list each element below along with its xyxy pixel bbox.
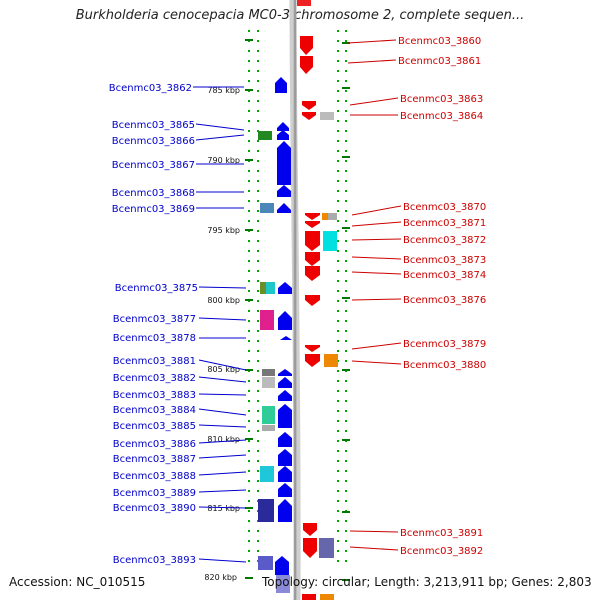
gene-label[interactable]: Bcenmc03_3875 — [115, 283, 198, 294]
gene-arrow-3875[interactable] — [278, 282, 292, 294]
gene-arrow-3868[interactable] — [277, 185, 291, 197]
gene-label[interactable]: Bcenmc03_3885 — [113, 421, 196, 432]
gene-arrow-3881[interactable] — [278, 369, 292, 376]
gene-arrow-3883[interactable] — [278, 390, 292, 401]
gene-arrow-3886[interactable] — [278, 432, 292, 447]
gene-arrow-3871[interactable] — [305, 221, 320, 228]
map-title: Burkholderia cenocepacia MC0-3 chromosom… — [75, 8, 525, 23]
gene-arrow-3889[interactable] — [278, 483, 292, 497]
gene-arrow-bottom[interactable] — [302, 594, 316, 600]
gene-label[interactable]: Bcenmc03_3887 — [113, 454, 196, 465]
gene-label[interactable]: Bcenmc03_3860 — [398, 36, 481, 47]
topology-text: Topology: circular; Length: 3,213,911 bp… — [262, 575, 592, 589]
gene-arrow-3874[interactable] — [305, 266, 320, 281]
gene-arrow-3892[interactable] — [303, 538, 317, 558]
right-gene-labels: Bcenmc03_3860 Bcenmc03_3861 Bcenmc03_386… — [398, 36, 486, 557]
gene-label[interactable]: Bcenmc03_3889 — [113, 488, 196, 499]
gene-label[interactable]: Bcenmc03_3863 — [400, 94, 483, 105]
gene-arrow-3877[interactable] — [278, 311, 292, 330]
scale-label: 790 kbp — [207, 156, 240, 165]
gene-label[interactable]: Bcenmc03_3893 — [113, 555, 196, 566]
reverse-strand-genes — [300, 36, 320, 600]
scale-label: 800 kbp — [207, 296, 240, 305]
left-leader-lines — [193, 86, 247, 563]
gene-label[interactable]: Bcenmc03_3871 — [403, 218, 486, 229]
gene-arrow-3890[interactable] — [278, 499, 292, 522]
gene-arrow-3860[interactable] — [300, 36, 313, 55]
gene-label[interactable]: Bcenmc03_3872 — [403, 235, 486, 246]
gene-label[interactable]: Bcenmc03_3873 — [403, 255, 486, 266]
gene-arrow-3873[interactable] — [305, 252, 320, 266]
gene-label[interactable]: Bcenmc03_3876 — [403, 295, 486, 306]
gene-arrow-3891[interactable] — [303, 523, 317, 536]
gene-label[interactable]: Bcenmc03_3884 — [113, 405, 196, 416]
gene-arrow-3862[interactable] — [275, 77, 287, 93]
accession-text: Accession: NC_010515 — [9, 575, 146, 589]
gene-arrow-3865[interactable] — [277, 122, 289, 131]
scale-label: 795 kbp — [207, 226, 240, 235]
gene-label[interactable]: Bcenmc03_3864 — [400, 111, 483, 122]
backbone-top-feature — [297, 0, 311, 6]
gene-arrow-3870[interactable] — [305, 213, 320, 220]
gene-label[interactable]: Bcenmc03_3881 — [113, 356, 196, 367]
gene-label[interactable]: Bcenmc03_3878 — [113, 333, 196, 344]
gene-arrow-3879[interactable] — [305, 345, 320, 352]
genome-backbone — [289, 0, 301, 600]
gene-arrow-3893[interactable] — [275, 556, 289, 575]
gene-label[interactable]: Bcenmc03_3868 — [112, 188, 195, 199]
gene-label[interactable]: Bcenmc03_3861 — [398, 56, 481, 67]
gene-label[interactable]: Bcenmc03_3892 — [400, 546, 483, 557]
gene-arrow-3888[interactable] — [278, 466, 292, 482]
gene-label[interactable]: Bcenmc03_3879 — [403, 339, 486, 350]
gene-arrow-3866[interactable] — [277, 130, 289, 140]
scale-label: 805 kbp — [207, 365, 240, 374]
scale-labels: 785 kbp 790 kbp 795 kbp 800 kbp 805 kbp … — [204, 86, 240, 582]
gene-label[interactable]: Bcenmc03_3870 — [403, 202, 486, 213]
gene-arrow-3882[interactable] — [278, 377, 292, 388]
gene-label[interactable]: Bcenmc03_3866 — [112, 136, 195, 147]
gene-arrow-3863[interactable] — [302, 101, 316, 110]
gene-label[interactable]: Bcenmc03_3865 — [112, 120, 195, 131]
scale-label: 815 kbp — [207, 504, 240, 513]
gene-label[interactable]: Bcenmc03_3862 — [109, 83, 192, 94]
scale-label: 785 kbp — [207, 86, 240, 95]
gene-arrow-3876[interactable] — [305, 295, 320, 306]
gene-label[interactable]: Bcenmc03_3874 — [403, 270, 486, 281]
scale-label: 810 kbp — [207, 435, 240, 444]
reverse-strand-features — [319, 112, 338, 600]
right-leader-lines — [347, 39, 402, 551]
gene-arrow-3864[interactable] — [302, 112, 316, 120]
scale-label: 820 kbp — [204, 573, 237, 582]
gene-arrow-3884[interactable] — [278, 404, 292, 428]
forward-strand-features — [258, 131, 290, 593]
track-ticks — [245, 39, 350, 581]
forward-strand-genes — [275, 77, 292, 575]
gene-label[interactable]: Bcenmc03_3886 — [113, 439, 196, 450]
gene-label[interactable]: Bcenmc03_3883 — [113, 390, 196, 401]
gene-label[interactable]: Bcenmc03_3869 — [112, 204, 195, 215]
gene-arrow-3887[interactable] — [278, 449, 292, 466]
gene-arrow-3861[interactable] — [300, 56, 313, 74]
gene-arrow-3878[interactable] — [280, 336, 292, 340]
gene-arrow-3869[interactable] — [277, 203, 291, 213]
gene-label[interactable]: Bcenmc03_3890 — [113, 503, 196, 514]
gene-arrow-3872[interactable] — [305, 231, 320, 251]
gene-label[interactable]: Bcenmc03_3867 — [112, 160, 195, 171]
gene-arrow-3880[interactable] — [305, 354, 320, 367]
gene-label[interactable]: Bcenmc03_3880 — [403, 360, 486, 371]
left-gene-labels: Bcenmc03_3862 Bcenmc03_3865 Bcenmc03_386… — [109, 83, 198, 566]
gene-label[interactable]: Bcenmc03_3877 — [113, 314, 196, 325]
gene-label[interactable]: Bcenmc03_3882 — [113, 373, 196, 384]
gene-arrow-3867[interactable] — [277, 141, 291, 185]
gene-label[interactable]: Bcenmc03_3891 — [400, 528, 483, 539]
gene-label[interactable]: Bcenmc03_3888 — [113, 471, 196, 482]
